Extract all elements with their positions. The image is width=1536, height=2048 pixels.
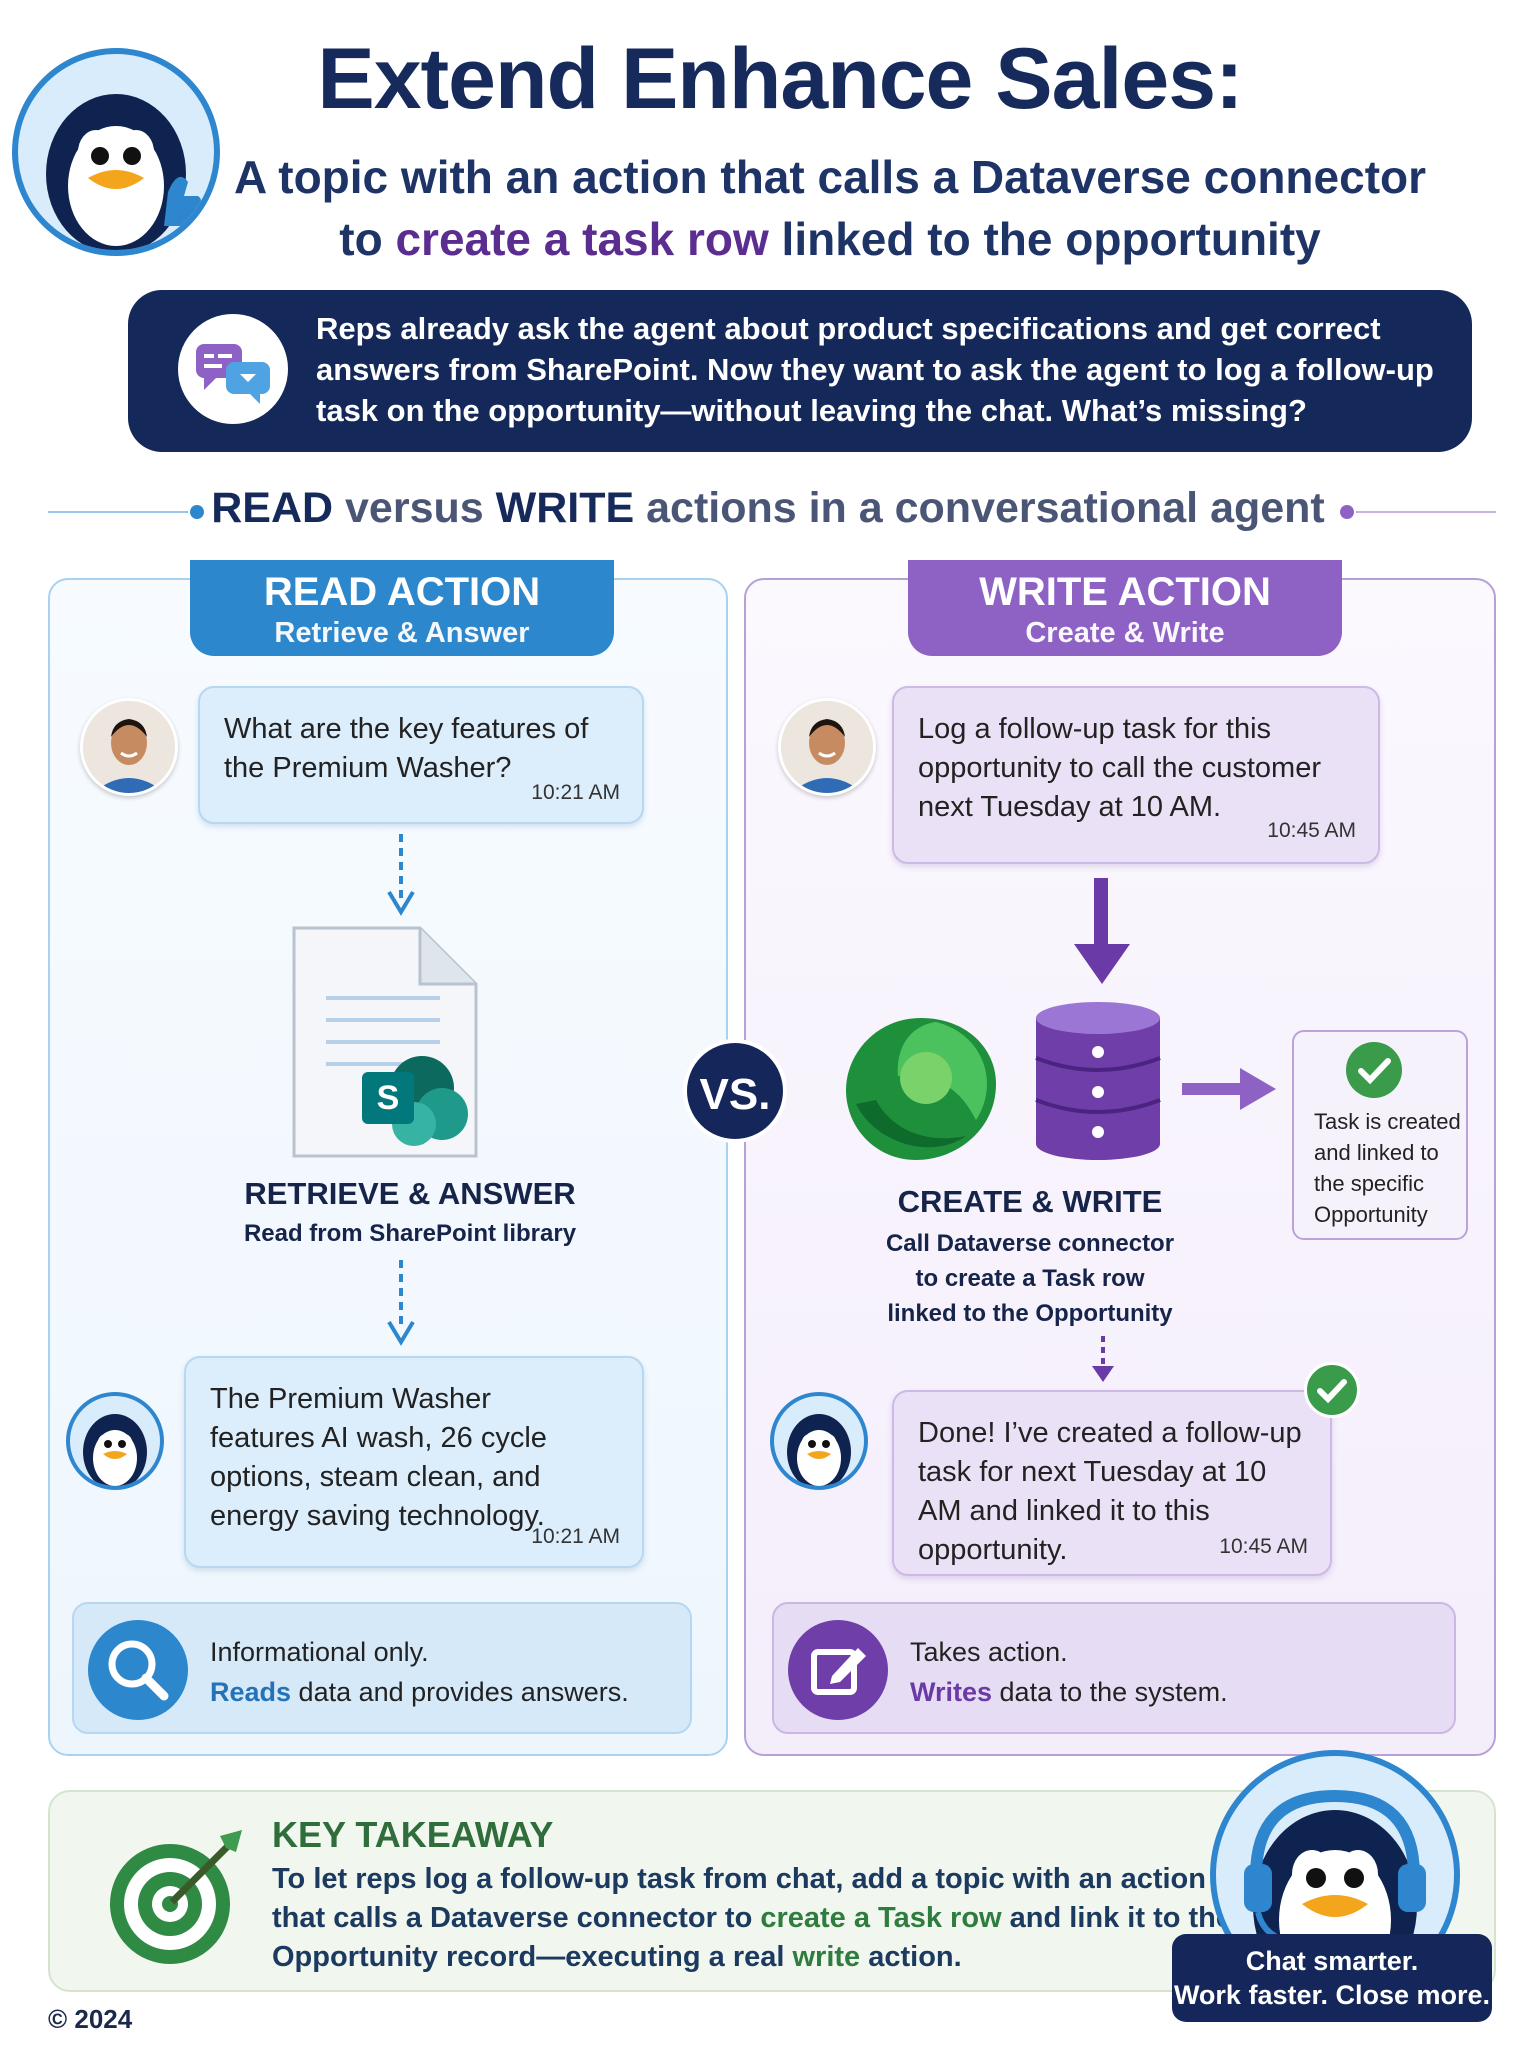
copyright: © 2024 — [48, 2004, 133, 2034]
write-user-message-time: 10:45 AM — [1267, 819, 1356, 842]
takeaway-text-3: action. — [860, 1941, 962, 1973]
vs-badge: VS. — [683, 1039, 787, 1143]
write-bot-message-text: Done! I’ve created a follow-up task for … — [918, 1417, 1302, 1566]
read-info-line-1: Informational only. — [210, 1637, 429, 1667]
write-info-keyword: Writes — [910, 1677, 993, 1707]
write-info-rest: data to the system. — [992, 1677, 1228, 1707]
user-avatar-read — [80, 698, 178, 796]
read-user-message: What are the key features of the Premium… — [198, 686, 644, 824]
bot-avatar-write — [770, 1392, 868, 1490]
read-info-box: Informational only. Reads data and provi… — [72, 1602, 692, 1734]
takeaway-highlight-2: write — [792, 1941, 861, 1973]
write-tab-title: WRITE ACTION — [979, 570, 1271, 614]
section-read-word: READ — [211, 484, 334, 532]
chat-bubbles-icon — [178, 314, 288, 424]
subtitle-line-2-post: linked to the opportunity — [768, 213, 1321, 265]
slogan-line-2: Work faster. Close more. — [1173, 1980, 1491, 2010]
takeaway-highlight-1: create a Task row — [760, 1902, 1002, 1934]
write-user-message: Log a follow-up task for this opportunit… — [892, 686, 1380, 864]
intro-text: Reps already ask the agent about product… — [316, 311, 1434, 428]
sharepoint-letter: S — [376, 1079, 400, 1117]
section-divider-right — [1356, 511, 1496, 513]
subtitle-line-1: A topic with an action that calls a Data… — [233, 151, 1427, 203]
read-arrow-down-1 — [387, 834, 415, 916]
slogan-line-1: Chat smarter. — [1245, 1946, 1419, 1976]
database-icon — [1032, 998, 1164, 1164]
read-bot-message-time: 10:21 AM — [531, 1525, 620, 1548]
sharepoint-document-icon: S — [290, 924, 480, 1160]
write-arrow-right — [1182, 1068, 1276, 1110]
page-title: Extend Enhance Sales: — [317, 31, 1243, 127]
write-bot-message-time: 10:45 AM — [1219, 1535, 1308, 1558]
write-user-message-text: Log a follow-up task for this opportunit… — [918, 713, 1321, 823]
penguin-mascot-top — [12, 48, 220, 256]
section-versus-word: versus — [333, 484, 496, 532]
section-heading: READ versus WRITE actions in a conversat… — [200, 484, 1336, 533]
write-arrow-down-1 — [1074, 878, 1130, 984]
read-action-tab: READ ACTION Retrieve & Answer — [190, 560, 614, 656]
task-created-text: Task is created and linked to the specif… — [1314, 1109, 1461, 1227]
write-arrow-down-2 — [1092, 1336, 1114, 1382]
dataverse-logo-icon — [836, 1004, 1006, 1174]
write-caption-subtitle: Call Dataverse connector to create a Tas… — [885, 1230, 1175, 1327]
read-info-keyword: Reads — [210, 1677, 292, 1707]
subtitle-line-2: to create a task row linked to the oppor… — [230, 208, 1430, 270]
write-info-box: Takes action. Writes data to the system. — [772, 1602, 1456, 1734]
write-bot-message: Done! I’ve created a follow-up task for … — [892, 1390, 1332, 1576]
intro-banner: Reps already ask the agent about product… — [128, 290, 1472, 452]
target-icon — [102, 1822, 252, 1972]
bot-avatar-read — [66, 1392, 164, 1490]
section-write-word: WRITE — [495, 484, 635, 532]
search-icon — [88, 1620, 188, 1720]
read-tab-subtitle: Retrieve & Answer — [274, 617, 530, 649]
task-created-result: Task is created and linked to the specif… — [1292, 1030, 1468, 1240]
slogan-badge: Chat smarter. Work faster. Close more. — [1172, 1934, 1492, 2022]
takeaway-title: KEY TAKEAWAY — [272, 1814, 554, 1855]
read-caption-title: RETRIEVE & ANSWER — [244, 1176, 576, 1211]
read-info-line-2: Reads data and provides answers. — [210, 1672, 629, 1712]
write-action-tab: WRITE ACTION Create & Write — [908, 560, 1342, 656]
subtitle-line-2-pre: to — [339, 213, 396, 265]
read-caption-subtitle: Read from SharePoint library — [243, 1220, 577, 1247]
read-user-message-text: What are the key features of the Premium… — [224, 713, 589, 784]
section-dot-left — [190, 505, 204, 519]
edit-icon — [788, 1620, 888, 1720]
section-dot-right — [1340, 505, 1354, 519]
write-info-line-2: Writes data to the system. — [910, 1672, 1228, 1712]
read-bot-message-text: The Premium Washer features AI wash, 26 … — [210, 1383, 547, 1532]
write-tab-subtitle: Create & Write — [1025, 617, 1225, 649]
section-divider-left — [48, 511, 188, 513]
page-subtitle: A topic with an action that calls a Data… — [230, 146, 1430, 270]
write-info-line-1: Takes action. — [910, 1637, 1068, 1667]
subtitle-highlight: create a task row — [395, 213, 769, 265]
check-circle-icon — [1346, 1042, 1402, 1098]
read-tab-title: READ ACTION — [263, 570, 541, 614]
takeaway-text: To let reps log a follow-up task from ch… — [272, 1860, 1232, 1977]
takeaway-text-1: To let reps log a follow-up task from ch… — [272, 1863, 1206, 1934]
read-info-rest: data and provides answers. — [291, 1677, 629, 1707]
section-rest: actions in a conversational agent — [634, 484, 1325, 532]
read-info-text: Informational only. Reads data and provi… — [210, 1632, 629, 1712]
write-info-text: Takes action. Writes data to the system. — [910, 1632, 1228, 1712]
check-circle-icon — [1304, 1362, 1360, 1418]
read-bot-message: The Premium Washer features AI wash, 26 … — [184, 1356, 644, 1568]
read-user-message-time: 10:21 AM — [531, 781, 620, 804]
user-avatar-write — [778, 698, 876, 796]
read-arrow-down-2 — [387, 1260, 415, 1346]
takeaway-text-2: and link it to the Opportunity record—ex… — [272, 1902, 1232, 1973]
write-caption-title: CREATE & WRITE — [897, 1184, 1163, 1219]
